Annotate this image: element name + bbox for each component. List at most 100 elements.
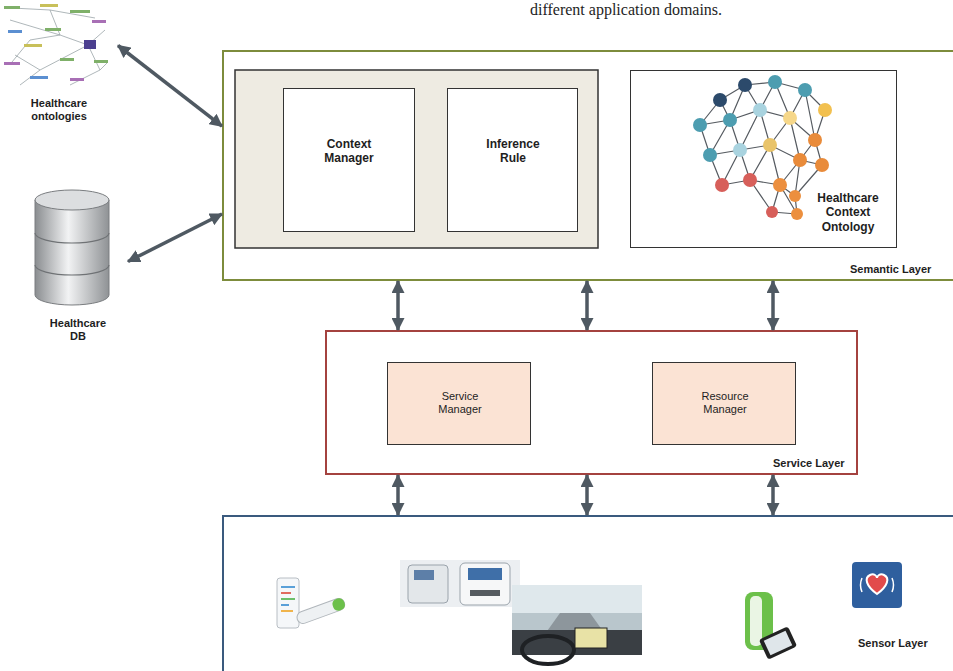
graph-term [30,76,48,79]
network-dot [723,113,737,127]
component-label: Context Manager [312,137,386,166]
analyzer-slot [470,590,500,596]
analyzer-body [460,563,510,605]
analyzer-body [408,565,448,603]
device-mark [281,598,295,600]
graph-term [8,30,22,33]
analyzer-screen [414,570,434,580]
network-dot [733,143,747,157]
connector-arrow [396,475,400,515]
network-dot [818,103,832,117]
graph-term [40,4,58,7]
car-screen [575,628,607,648]
graph-term [4,6,20,9]
inhaler-tube [295,597,346,625]
device-mark [281,610,293,612]
component-box: Inference Rule [447,88,578,232]
network-dot [791,208,803,220]
phone-body [759,626,797,659]
cylinder-body [35,200,109,305]
tube-cap [331,597,346,612]
analyzer-devices [400,560,520,607]
label-holder: Resource Manager [690,390,760,417]
network-dot [693,118,707,132]
label-holder: Healthcare DB [42,317,114,344]
inhaler-device [277,578,346,628]
graph-term [60,58,74,61]
label-holder: Healthcare ontologies [18,97,100,124]
network-dot [715,178,729,192]
graph-term [45,28,61,31]
layer-label: Sensor Layer [858,637,928,650]
label-holder: Context Manager [312,137,386,167]
network-dot [766,206,778,218]
ontology-graph [4,4,108,85]
network-dot [703,148,717,162]
picture-label: Healthcare DB [42,317,114,343]
car-view [512,585,642,655]
network-dot [798,83,812,97]
network-dot [753,103,767,117]
layer-box: Semantic Layer Context Manager Inference R… [222,50,953,281]
graph-lines [10,8,108,85]
manager-box: Resource Manager [652,362,796,445]
analyzer-screen [468,568,502,580]
network-dot [815,158,829,172]
ontology-network [693,75,832,220]
graph-hub [84,40,96,49]
label-holder: Healthcare Context Ontology [807,191,889,235]
phone [759,626,797,659]
connector-arrow [771,475,775,515]
blood-pressure-device [745,592,797,660]
label-holder: Sensor Layer [858,632,953,651]
text-fragment: different application domains. [530,0,722,19]
layer-box: Service LayerService ManagerResource Man… [325,330,858,475]
component-label: Inference Rule [476,137,550,166]
cylinder-bands [35,233,109,275]
manager-label: Resource Manager [690,390,760,416]
network-dot [768,75,782,89]
connector-arrow [585,281,589,330]
signal-waves [861,578,894,592]
network-dot [783,111,797,125]
network-dot [743,173,757,187]
car-dashboard [512,585,642,664]
wearable-body [852,562,902,608]
tube-body [295,597,346,625]
label-holder: Service Manager [425,390,495,417]
label-holder: Semantic Layer [850,258,953,277]
device-card [277,578,299,628]
database-picture: Healthcare DB [28,185,128,355]
network-dot [713,93,727,107]
connector-arrow [771,281,775,330]
manager-box: Service Manager [387,362,531,445]
network-dot [738,78,752,92]
component-panel [235,70,598,248]
heart-icon [867,574,888,594]
connector-arrow [585,475,589,515]
wearable-heart-device [852,562,902,608]
connector-arrow [118,46,222,127]
network-links [700,82,825,214]
car-sky [512,585,642,613]
ontology-picture: Healthcare ontologies [0,0,118,130]
network-dot [793,153,807,167]
component-label: Healthcare Context Ontology [807,191,889,234]
cylinder-top [35,190,109,210]
network-dot [789,190,801,202]
device-mark [281,592,291,594]
connector-arrow [396,281,400,330]
phone-screen [764,631,793,656]
network-dot [773,178,787,192]
graph-term [94,60,108,63]
car-road [530,613,620,655]
cuff-inner [750,596,762,646]
cuff [745,592,773,650]
layer-label: Semantic Layer [850,263,931,276]
car-dash [512,630,642,655]
graph-term [92,20,106,23]
ontology-box: Healthcare Context Ontology [630,70,897,248]
